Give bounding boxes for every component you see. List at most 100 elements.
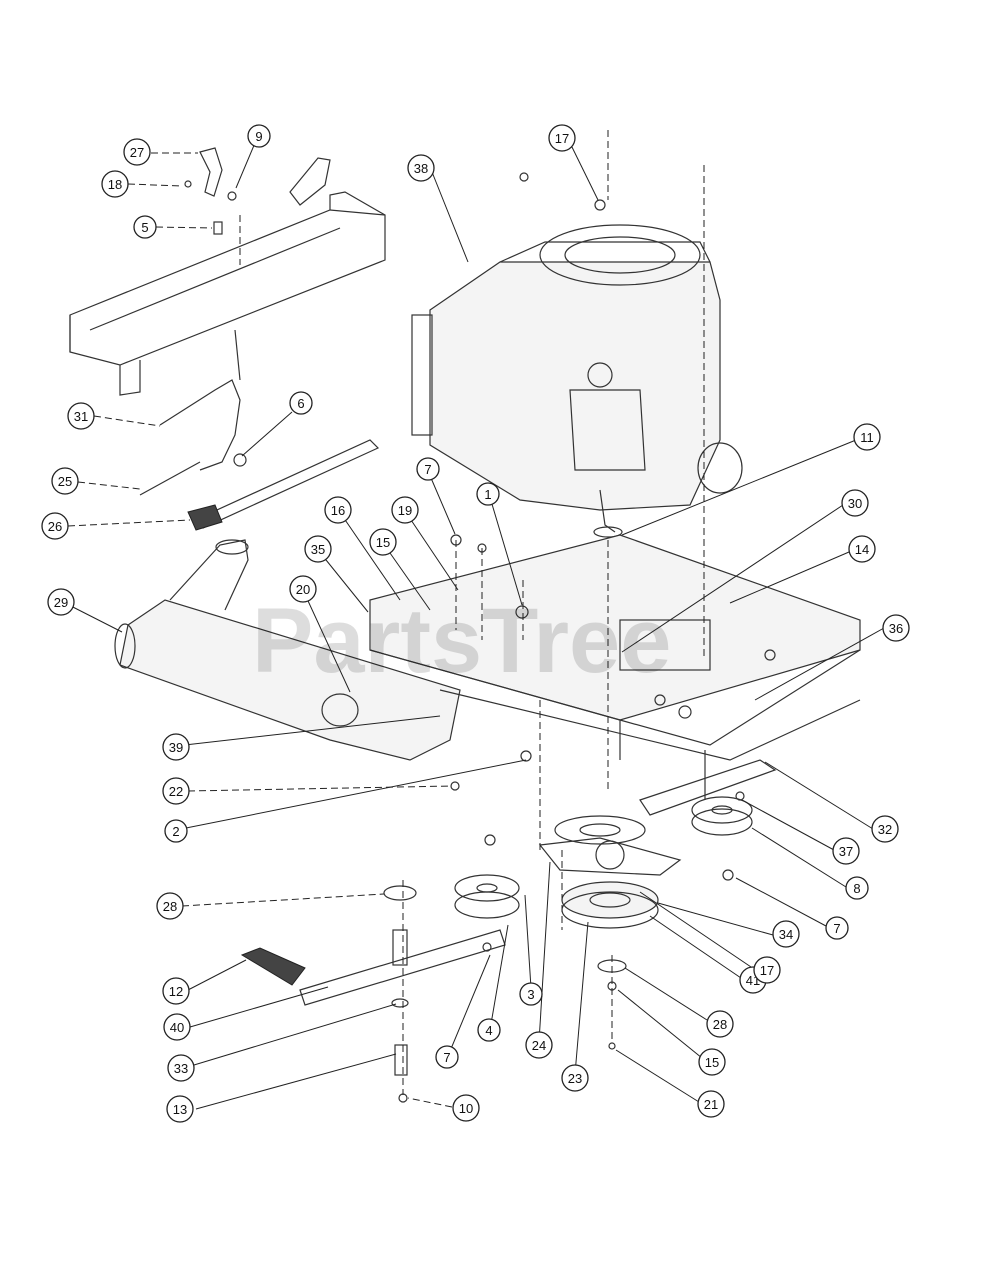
callout-14: 14 <box>848 535 876 563</box>
callout-28-lower: 28 <box>706 1010 734 1038</box>
callout-9-label: 9 <box>255 129 262 144</box>
chassis-plate <box>369 534 861 761</box>
callout-30: 30 <box>841 489 869 517</box>
callout-7-right-label: 7 <box>833 921 840 936</box>
frame-rail <box>69 191 386 396</box>
callout-19-label: 19 <box>398 503 412 518</box>
callout-18: 18 <box>101 170 129 198</box>
callout-10-label: 10 <box>459 1101 473 1116</box>
callout-29: 29 <box>47 588 75 616</box>
callout-23: 23 <box>561 1064 589 1092</box>
callout-33: 33 <box>167 1054 195 1082</box>
callout-1: 1 <box>476 482 500 506</box>
callout-20: 20 <box>289 575 317 603</box>
idler-pulley-right <box>691 791 753 881</box>
callout-5: 5 <box>133 215 157 239</box>
idler-pulley-left <box>454 834 520 952</box>
callout-18-label: 18 <box>108 177 122 192</box>
callout-38-label: 38 <box>414 161 428 176</box>
callout-28-upper: 28 <box>156 892 184 920</box>
callout-7-lower-label: 7 <box>443 1050 450 1065</box>
callout-32-label: 32 <box>878 822 892 837</box>
callout-26: 26 <box>41 512 69 540</box>
callout-8: 8 <box>845 876 869 900</box>
callout-11: 11 <box>853 423 881 451</box>
callout-32: 32 <box>871 815 899 843</box>
callout-9: 9 <box>247 124 271 148</box>
callout-10: 10 <box>452 1094 480 1122</box>
callout-28-lower-label: 28 <box>713 1017 727 1032</box>
callout-38: 38 <box>407 154 435 182</box>
callout-22-label: 22 <box>169 784 183 799</box>
callout-34: 34 <box>772 920 800 948</box>
callout-13-label: 13 <box>173 1102 187 1117</box>
callout-7-right: 7 <box>825 916 849 940</box>
callout-36-label: 36 <box>889 621 903 636</box>
callout-12: 12 <box>162 977 190 1005</box>
engine <box>411 224 743 538</box>
callout-27: 27 <box>123 138 151 166</box>
callout-31: 31 <box>67 402 95 430</box>
callout-25-label: 25 <box>58 474 72 489</box>
callout-35-label: 35 <box>311 542 325 557</box>
vertical-guide-lines <box>239 130 705 1095</box>
callout-37-label: 37 <box>839 844 853 859</box>
callout-39-label: 39 <box>169 740 183 755</box>
callout-7-upper: 7 <box>416 457 440 481</box>
callout-leaders <box>62 142 885 1110</box>
callout-4: 4 <box>477 1018 501 1042</box>
callout-17-top-label: 17 <box>555 131 569 146</box>
callout-40-label: 40 <box>170 1020 184 1035</box>
watermark-text: PartsTree <box>252 590 671 692</box>
blade-12 <box>240 947 306 986</box>
callout-17-lower: 17 <box>753 956 781 984</box>
callout-17-top: 17 <box>548 124 576 152</box>
callout-15-upper-label: 15 <box>376 535 390 550</box>
callout-15-upper: 15 <box>369 528 397 556</box>
callout-26-label: 26 <box>48 519 62 534</box>
callout-23-label: 23 <box>568 1071 582 1086</box>
callout-3: 3 <box>519 982 543 1006</box>
callout-11-label: 11 <box>860 430 874 445</box>
callout-6: 6 <box>289 391 313 415</box>
callout-13: 13 <box>166 1095 194 1123</box>
callout-3-label: 3 <box>527 987 534 1002</box>
callout-6-label: 6 <box>297 396 304 411</box>
callout-40: 40 <box>163 1013 191 1041</box>
callout-27-label: 27 <box>130 145 144 160</box>
muffler <box>114 539 461 761</box>
callout-14-label: 14 <box>855 542 869 557</box>
callout-21: 21 <box>697 1090 725 1118</box>
shaft-26 <box>187 439 380 531</box>
callout-35: 35 <box>304 535 332 563</box>
bracket-parts <box>184 147 331 235</box>
callout-4-label: 4 <box>485 1023 492 1038</box>
callout-39: 39 <box>162 733 190 761</box>
callout-15-lower: 15 <box>698 1048 726 1076</box>
callout-2-label: 2 <box>172 824 179 839</box>
parts-artwork <box>69 130 861 1103</box>
linkage-rods <box>139 329 247 496</box>
callout-37: 37 <box>832 837 860 865</box>
callout-24: 24 <box>525 1031 553 1059</box>
electric-clutch <box>538 815 682 929</box>
callout-20-label: 20 <box>296 582 310 597</box>
callout-33-label: 33 <box>174 1061 188 1076</box>
callout-16: 16 <box>324 496 352 524</box>
callout-5-label: 5 <box>141 220 148 235</box>
callout-8-label: 8 <box>853 881 860 896</box>
callout-25: 25 <box>51 467 79 495</box>
callout-28-upper-label: 28 <box>163 899 177 914</box>
callout-31-label: 31 <box>74 409 88 424</box>
callout-15-lower-label: 15 <box>705 1055 719 1070</box>
callout-7-upper-label: 7 <box>424 462 431 477</box>
callout-29-label: 29 <box>54 595 68 610</box>
callout-36: 36 <box>882 614 910 642</box>
callout-12-label: 12 <box>169 984 183 999</box>
callout-21-label: 21 <box>704 1097 718 1112</box>
callout-22: 22 <box>162 777 190 805</box>
idler-arm <box>639 750 777 816</box>
callout-bubbles: 27 9 18 5 17 38 31 6 11 25 26 7 1 30 16 … <box>41 124 910 1123</box>
callout-16-label: 16 <box>331 503 345 518</box>
